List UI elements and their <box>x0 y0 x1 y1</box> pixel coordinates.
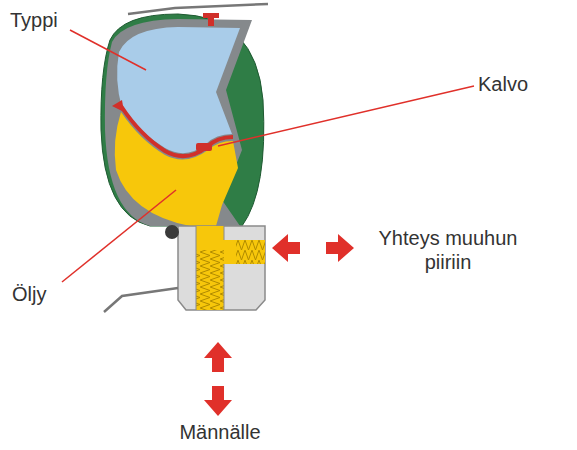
port-fitting <box>178 226 265 310</box>
seal-ring <box>165 225 179 239</box>
diaphragm <box>121 106 233 156</box>
flow-arrow <box>204 386 232 416</box>
diaphragm-edge <box>112 100 124 112</box>
flow-arrow <box>272 234 300 262</box>
flow-arrow <box>326 234 354 262</box>
part-label: Kalvo <box>478 72 568 96</box>
part-label: Männälle <box>150 420 290 444</box>
diaphragm-button <box>196 143 212 151</box>
cable-line <box>128 4 268 14</box>
thread <box>196 250 224 310</box>
gas-valve <box>203 13 219 26</box>
part-label: Typpi <box>10 8 90 32</box>
leader-line <box>218 86 474 146</box>
bracket-line <box>104 288 178 312</box>
thread <box>236 240 265 264</box>
leader-line <box>70 30 146 70</box>
oil-channel <box>196 226 224 310</box>
side-port <box>224 240 265 264</box>
channel-wall <box>196 226 224 310</box>
part-label: Yhteys muuhun piiriin <box>362 226 534 274</box>
part-label: Öljy <box>12 282 82 306</box>
leader-line <box>62 190 176 282</box>
flow-arrow <box>204 342 232 372</box>
